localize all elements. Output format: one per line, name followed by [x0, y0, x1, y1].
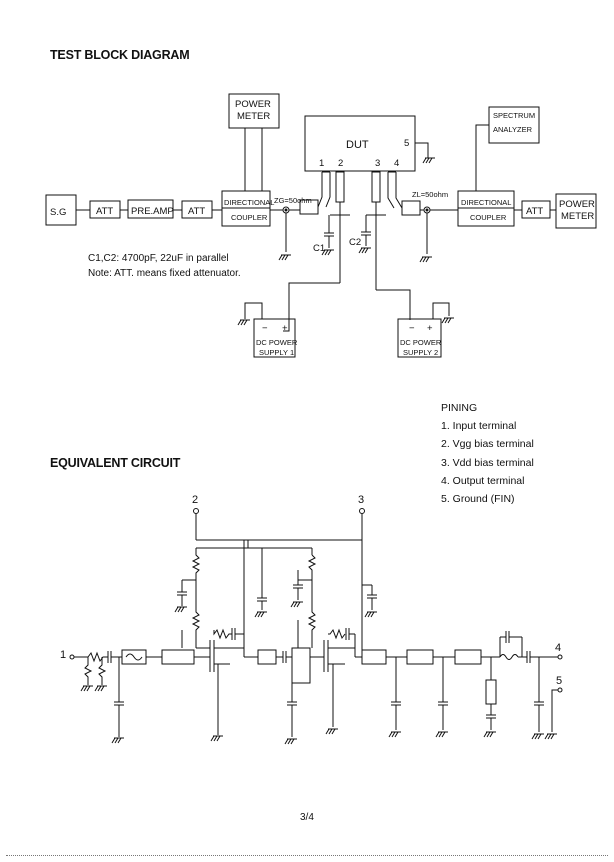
att-label: ATT — [188, 206, 205, 217]
dc-power-supply-1-label: SUPPLY 1 — [259, 348, 294, 357]
pining-item: 4. Output terminal — [441, 475, 525, 487]
dut-pin-label: 1 — [319, 158, 324, 169]
power-meter-right-label: POWER — [559, 199, 595, 210]
equivalent-circuit-heading: EQUIVALENT CIRCUIT — [50, 456, 181, 470]
spectrum-analyzer-label: ANALYZER — [493, 125, 533, 134]
directional-coupler-left-label: DIRECTIONAL — [224, 198, 274, 207]
pining-item: 2. Vgg bias terminal — [441, 438, 534, 450]
pining-item: 5. Ground (FIN) — [441, 493, 515, 505]
polarity-plus-label: + — [427, 323, 433, 334]
signal-generator-label: S.G — [50, 207, 66, 218]
spectrum-analyzer-label: SPECTRUM — [493, 111, 535, 120]
power-meter-right-label: METER — [561, 211, 594, 222]
power-meter-left-label: METER — [237, 111, 270, 122]
dc-power-supply-2-label: SUPPLY 2 — [403, 348, 438, 357]
power-meter-left-label: POWER — [235, 99, 271, 110]
pre-amp-label: PRE.AMP — [131, 206, 174, 217]
directional-coupler-right-label: DIRECTIONAL — [461, 198, 511, 207]
dut-pin-label: 4 — [394, 158, 399, 169]
directional-coupler-right-label: COUPLER — [470, 213, 507, 222]
polarity-minus-label: − — [262, 323, 268, 334]
circuit-pin2-label: 2 — [192, 494, 198, 506]
circuit-pin3-label: 3 — [358, 494, 364, 506]
dut-label: DUT — [346, 139, 369, 151]
dc-power-supply-1-box — [253, 318, 296, 358]
pining-title: PINING — [441, 402, 478, 414]
dc-power-supply-2-box — [397, 318, 442, 358]
zl-label: ZL=50ohm — [412, 190, 448, 199]
pining-item: 3. Vdd bias terminal — [441, 457, 534, 469]
att-label: ATT — [96, 206, 113, 217]
power-meter-right-box — [555, 193, 597, 229]
page-footer-rule — [6, 855, 608, 856]
dc-power-supply-2-label: DC POWER — [400, 338, 442, 347]
pre-amp-box — [127, 199, 174, 219]
zg-label: ZG=50ohm — [274, 196, 312, 205]
circuit-pin1-label: 1 — [60, 649, 66, 661]
directional-coupler-left-label: COUPLER — [231, 213, 268, 222]
c1-label: C1 — [313, 243, 325, 254]
pining-item: 1. Input terminal — [441, 420, 517, 432]
dut-pin-label: 3 — [375, 158, 380, 169]
dc-power-supply-1-label: DC POWER — [256, 338, 298, 347]
capacitor-note: C1,C2: 4700pF, 22uF in parallel — [88, 253, 229, 264]
polarity-minus-label: − — [409, 323, 415, 334]
page-number: 3/4 — [300, 812, 314, 823]
dut-pin-label: 2 — [338, 158, 343, 169]
att-label: ATT — [526, 206, 543, 217]
polarity-plus-label: + — [282, 323, 288, 334]
power-meter-left-box — [228, 93, 280, 129]
attenuator-note: Note: ATT. means fixed attenuator. — [88, 268, 241, 279]
c2-label: C2 — [349, 237, 361, 248]
test-block-diagram-heading: TEST BLOCK DIAGRAM — [50, 48, 190, 62]
dut-pin5-label: 5 — [404, 138, 409, 149]
circuit-pin5-label: 5 — [556, 675, 562, 687]
circuit-pin4-label: 4 — [555, 642, 561, 654]
